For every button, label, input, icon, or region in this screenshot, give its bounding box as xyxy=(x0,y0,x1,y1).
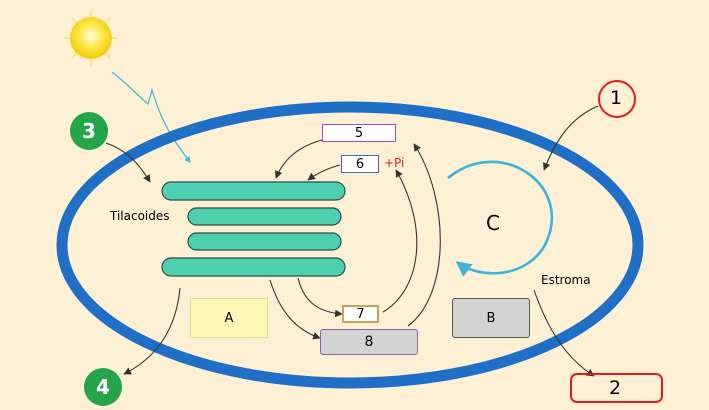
tilacoides-label: Tilacoides xyxy=(110,209,170,223)
thylakoid xyxy=(161,257,346,277)
chloroplast-membrane xyxy=(56,101,644,389)
thylakoid xyxy=(187,232,342,251)
arrow-7-to-6 xyxy=(382,169,418,313)
calvin-cycle xyxy=(447,160,554,277)
thylakoid-stack xyxy=(161,181,346,277)
arrow-6-to-thylakoids xyxy=(307,164,341,181)
box-b: B xyxy=(452,298,530,338)
arrow-3-to-thylakoids xyxy=(105,142,151,183)
box-8: 8 xyxy=(320,329,418,355)
estroma-label: Estroma xyxy=(541,273,591,287)
arrow-1-to-cycle xyxy=(543,105,599,171)
box-5: 5 xyxy=(322,124,396,142)
marker-3: 3 xyxy=(70,112,108,150)
marker-1-circle xyxy=(598,80,636,118)
pi-label: +Pi xyxy=(384,156,405,170)
arrow-thylakoids-to-7 xyxy=(297,277,343,318)
marker-1-label: 1 xyxy=(610,87,623,109)
box-7: 7 xyxy=(342,305,379,323)
sun-icon xyxy=(64,10,118,66)
cycle-c-label: C xyxy=(486,211,500,235)
marker-2-label: 2 xyxy=(609,377,622,399)
box-6: 6 xyxy=(341,155,379,173)
arrow-thylakoids-to-4 xyxy=(123,287,181,375)
marker-4: 4 xyxy=(84,368,122,406)
thylakoid xyxy=(161,181,346,201)
arrow-estroma-to-2 xyxy=(533,289,595,377)
arrow-5-to-thylakoids xyxy=(275,139,323,179)
arrow-8-to-5 xyxy=(407,143,441,327)
marker-2-box xyxy=(570,373,663,403)
thylakoid xyxy=(187,207,342,226)
arrow-thylakoids-to-8 xyxy=(269,279,321,340)
box-a: A xyxy=(190,298,268,338)
